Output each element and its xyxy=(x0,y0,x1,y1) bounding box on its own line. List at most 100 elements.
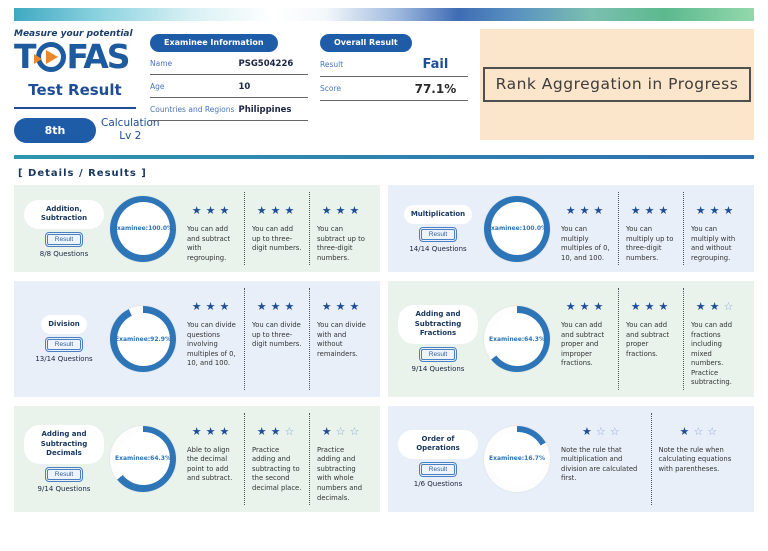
report-header: Measure your potential T FAS Test Result… xyxy=(0,21,768,143)
brand-column: Measure your potential T FAS Test Result… xyxy=(14,27,160,143)
age-value: 10 xyxy=(238,81,251,92)
star-filled-icon: ★ xyxy=(270,204,285,218)
star-filled-icon: ★ xyxy=(658,300,673,314)
skill-description: You can add and subtract proper fraction… xyxy=(626,321,670,358)
star-filled-icon: ★ xyxy=(205,300,220,314)
skill-column: ★★★You can multiply with and without reg… xyxy=(683,192,748,266)
logo-text-left: T xyxy=(14,37,36,76)
score-donut-center: Examinee:100.0% xyxy=(487,202,547,256)
star-rating: ★☆☆ xyxy=(561,425,645,438)
star-rating: ★★☆ xyxy=(252,425,303,438)
star-filled-icon: ★ xyxy=(679,424,694,438)
result-button[interactable]: Result xyxy=(418,346,458,362)
skill-description: Able to align the decimal point to add a… xyxy=(187,445,233,483)
star-empty-icon: ☆ xyxy=(349,424,364,438)
skill-description: You can divide questions involving multi… xyxy=(187,321,236,368)
grade-level-row: 8th Calculation Lv 2 xyxy=(14,117,160,143)
examinee-percent-label: Examinee:16.7% xyxy=(489,455,545,463)
star-filled-icon: ★ xyxy=(565,300,580,314)
star-filled-icon: ★ xyxy=(270,424,285,438)
skill-column: ★☆☆ Note the rule that multiplication and… xyxy=(554,413,651,505)
star-filled-icon: ★ xyxy=(349,204,364,218)
header-divider xyxy=(14,155,754,160)
star-rating: ★★★ xyxy=(252,300,303,313)
examinee-name-row: Name PSG504226 xyxy=(150,52,308,75)
skill-column: ★☆☆ Practice adding and subtracting with … xyxy=(309,412,374,506)
skill-description: You can add and subtract proper and impr… xyxy=(561,321,605,368)
age-label: Age xyxy=(150,81,165,91)
star-filled-icon: ★ xyxy=(593,300,608,314)
star-filled-icon: ★ xyxy=(579,204,594,218)
skill-description: You can add and subtract with regrouping… xyxy=(187,225,231,262)
star-filled-icon: ★ xyxy=(349,300,364,314)
skill-column: ★★★You can subtract up to three-digit nu… xyxy=(309,192,374,266)
skill-description: You can multiply up to three-digit numbe… xyxy=(626,225,674,262)
star-filled-icon: ★ xyxy=(593,204,608,218)
overall-result-row: Result Fail xyxy=(320,52,468,77)
skill-description: You can add fractions including mixed nu… xyxy=(691,321,733,387)
star-rating: ★☆☆ xyxy=(317,425,368,438)
skill-column: ★★★You can add and subtract proper and i… xyxy=(554,288,618,390)
star-filled-icon: ★ xyxy=(256,300,271,314)
score-donut-center: Examinee:64.3% xyxy=(115,432,171,486)
category-label: Division xyxy=(41,314,87,335)
result-button[interactable]: Result xyxy=(44,466,84,482)
skill-description: Note the rule when calculating equations… xyxy=(658,445,732,473)
result-button[interactable]: Result xyxy=(44,337,84,353)
star-filled-icon: ★ xyxy=(321,300,336,314)
star-rating: ★☆☆ xyxy=(659,425,743,438)
star-filled-icon: ★ xyxy=(256,424,271,438)
star-rating: ★★★ xyxy=(317,300,368,313)
name-value: PSG504226 xyxy=(238,58,294,69)
result-button[interactable]: Result xyxy=(418,227,458,242)
star-filled-icon: ★ xyxy=(191,424,206,438)
score-donut-gauge: Examinee:100.0% xyxy=(110,195,176,262)
skill-columns: ★★★You can add and subtract with regroup… xyxy=(180,192,374,266)
category-label: Order of Operations xyxy=(398,430,478,459)
level-label: Calculation Lv 2 xyxy=(101,117,160,143)
result-button[interactable]: Result xyxy=(418,461,458,477)
star-filled-icon: ★ xyxy=(191,300,206,314)
skill-description: Note the rule that multiplication and di… xyxy=(561,445,638,483)
star-filled-icon: ★ xyxy=(219,204,234,218)
skill-description: You can divide with and without remainde… xyxy=(317,321,366,358)
star-filled-icon: ★ xyxy=(205,424,220,438)
star-filled-icon: ★ xyxy=(191,204,206,218)
score-donut-center: Examinee:64.3% xyxy=(489,312,545,366)
examinee-information-panel: Examinee Information Name PSG504226 Age … xyxy=(150,27,308,121)
star-empty-icon: ☆ xyxy=(723,300,738,314)
star-filled-icon: ★ xyxy=(219,300,234,314)
star-filled-icon: ★ xyxy=(658,204,673,218)
star-filled-icon: ★ xyxy=(335,300,350,314)
logo-text-right: FAS xyxy=(66,37,131,76)
star-filled-icon: ★ xyxy=(630,204,645,218)
star-rating: ★★★ xyxy=(317,204,368,217)
star-rating: ★★★ xyxy=(187,425,238,438)
star-filled-icon: ★ xyxy=(565,204,580,218)
top-gradient-bar xyxy=(14,8,754,21)
examinee-percent-label: Examinee:92.9% xyxy=(115,335,171,343)
details-results-heading: [ Details / Results ] xyxy=(18,168,147,180)
skill-description: You can multiply multiples of 0, 10, and… xyxy=(561,225,610,262)
questions-count: 14/14 Questions xyxy=(409,245,467,253)
skill-description: You can add up to three-digit numbers. xyxy=(252,225,302,253)
star-rating: ★★★ xyxy=(187,300,238,313)
skill-column: ★★★You can multiply up to three-digit nu… xyxy=(618,192,683,266)
star-filled-icon: ★ xyxy=(644,300,659,314)
star-rating: ★★★ xyxy=(626,204,677,217)
star-rating: ★★★ xyxy=(691,204,742,217)
star-rating: ★★★ xyxy=(561,300,612,313)
result-button[interactable]: Result xyxy=(44,231,84,247)
questions-count: 9/14 Questions xyxy=(37,484,91,493)
skill-column: ★★★You can add and subtract with regroup… xyxy=(180,192,244,265)
skill-description: Practice adding and subtracting with who… xyxy=(317,445,363,502)
star-rating: ★★★ xyxy=(626,300,677,313)
star-filled-icon: ★ xyxy=(581,424,596,438)
skill-columns: ★☆☆ Note the rule that multiplication and… xyxy=(554,412,748,506)
questions-count: 8/8 Questions xyxy=(39,249,89,258)
overall-result-value: Fail xyxy=(422,57,449,72)
